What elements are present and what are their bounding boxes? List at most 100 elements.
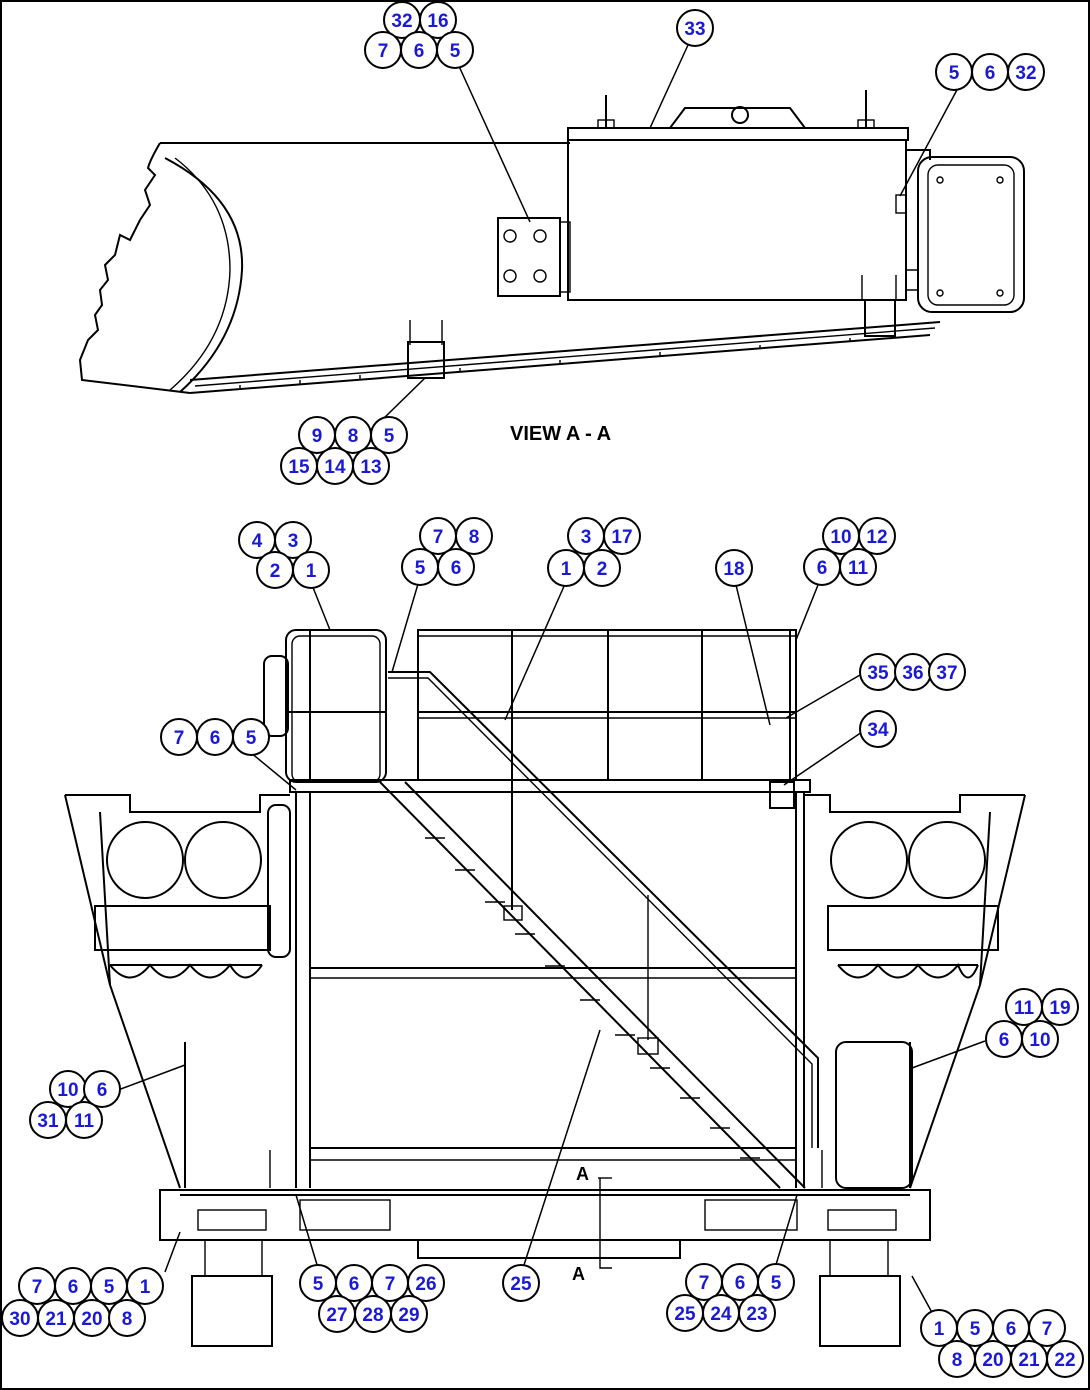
svg-text:20: 20: [81, 1309, 102, 1330]
callout-bubble: 3: [274, 521, 312, 559]
svg-text:8: 8: [348, 426, 359, 447]
svg-text:22: 22: [1054, 1350, 1075, 1371]
callout-top-left: 32 16 7 6 5: [364, 1, 474, 69]
svg-text:11: 11: [848, 558, 869, 579]
callout-bubble: 32: [1007, 53, 1045, 91]
callout-bubble: 1: [292, 551, 330, 589]
callout-bubble: 25: [666, 1294, 704, 1332]
callout-rail-right: 10 12 6 11: [803, 517, 896, 586]
callout-18: 18: [715, 549, 753, 587]
svg-text:8: 8: [469, 527, 480, 548]
front-view-drawing: [64, 629, 1026, 1347]
svg-text:5: 5: [313, 1274, 324, 1295]
callout-bubble: 6: [721, 1263, 759, 1301]
callout-bottom-right-mid: 7 6 5 25 24 23: [666, 1263, 795, 1332]
callout-bubble: 7: [1028, 1309, 1066, 1347]
svg-text:5: 5: [384, 426, 395, 447]
callout-bubble: 5: [370, 416, 408, 454]
callout-bubble: 35: [859, 653, 897, 691]
svg-text:5: 5: [450, 41, 461, 62]
svg-text:3: 3: [581, 527, 592, 548]
callout-bubble: 5: [299, 1264, 337, 1302]
callout-33: 33: [676, 9, 714, 47]
svg-text:8: 8: [122, 1309, 133, 1330]
callout-bubble: 5: [90, 1267, 128, 1305]
svg-text:7: 7: [378, 41, 389, 62]
svg-text:10: 10: [1029, 1030, 1050, 1051]
svg-text:5: 5: [970, 1319, 981, 1340]
svg-text:6: 6: [68, 1277, 79, 1298]
callout-bubble: 8: [334, 416, 372, 454]
svg-text:2: 2: [270, 561, 281, 582]
callout-bubble: 11: [65, 1101, 103, 1139]
svg-text:4: 4: [252, 531, 263, 552]
svg-text:28: 28: [362, 1305, 383, 1326]
svg-text:17: 17: [611, 527, 632, 548]
callout-bubble: 6: [83, 1070, 121, 1108]
section-marker-bottom: A: [572, 1264, 585, 1284]
callout-bubble: 19: [1041, 988, 1079, 1026]
svg-text:8: 8: [952, 1350, 963, 1371]
callout-bubble: 5: [757, 1263, 795, 1301]
callout-bubble: 11: [1005, 988, 1043, 1026]
callout-bubble: 10: [1021, 1020, 1059, 1058]
callout-bubble: 1: [126, 1267, 164, 1305]
callout-bubble: 30: [1, 1299, 39, 1337]
callout-bubble: 6: [196, 718, 234, 756]
svg-text:6: 6: [735, 1273, 746, 1294]
callout-bubble: 8: [938, 1340, 976, 1378]
callout-bottom-far-left: 7 6 5 1 30 21 20 8: [1, 1267, 164, 1337]
svg-text:7: 7: [385, 1274, 396, 1295]
callout-bubble: 7: [419, 517, 457, 555]
svg-text:5: 5: [415, 558, 426, 579]
svg-text:6: 6: [97, 1080, 108, 1101]
callout-bubble: 6: [437, 548, 475, 586]
svg-text:1: 1: [934, 1319, 945, 1340]
callout-bubble: 1: [547, 549, 585, 587]
svg-text:25: 25: [674, 1304, 696, 1325]
leader-lines: [117, 44, 986, 1319]
callout-bubble: 6: [400, 31, 438, 69]
callout-top-right: 5 6 32: [935, 53, 1045, 91]
callout-bubble: 23: [738, 1294, 776, 1332]
callout-bubble: 7: [364, 31, 402, 69]
svg-text:13: 13: [360, 457, 381, 478]
callout-bubble: 7: [160, 718, 198, 756]
callout-rail-left: 4 3 2 1: [238, 521, 330, 589]
callout-bubble: 21: [1010, 1340, 1048, 1378]
callout-bubble: 12: [858, 517, 896, 555]
svg-text:31: 31: [37, 1111, 59, 1132]
callout-rail-mid: 3 17 1 2: [547, 517, 641, 587]
svg-text:29: 29: [398, 1305, 419, 1326]
svg-text:33: 33: [684, 19, 705, 40]
callout-35-37: 35 36 37: [859, 653, 966, 691]
callout-bubble: 20: [974, 1340, 1012, 1378]
callout-bubble: 37: [928, 653, 966, 691]
svg-text:34: 34: [867, 720, 889, 741]
callout-34: 34: [859, 710, 897, 748]
svg-text:18: 18: [723, 559, 744, 580]
svg-text:6: 6: [451, 558, 462, 579]
callout-bubble: 34: [859, 710, 897, 748]
callout-left-side: 10 6 31 11: [29, 1070, 121, 1139]
svg-text:6: 6: [414, 41, 425, 62]
svg-text:27: 27: [326, 1305, 347, 1326]
callout-bubble: 18: [715, 549, 753, 587]
svg-text:7: 7: [1042, 1319, 1053, 1340]
svg-text:32: 32: [391, 11, 412, 32]
svg-text:6: 6: [210, 728, 221, 749]
svg-text:7: 7: [174, 728, 185, 749]
callout-bubble: 28: [354, 1295, 392, 1333]
callout-bottom-left-mid: 5 6 7 26 27 28 29: [299, 1264, 445, 1333]
callout-bottom-far-right: 1 5 6 7 8 20 21 22: [920, 1309, 1084, 1378]
callout-bubble: 20: [73, 1299, 111, 1337]
svg-text:15: 15: [288, 457, 310, 478]
callout-bubble: 3: [567, 517, 605, 555]
callout-bubble: 2: [583, 549, 621, 587]
svg-text:5: 5: [771, 1273, 782, 1294]
callout-bubble: 9: [298, 416, 336, 454]
svg-text:10: 10: [830, 527, 851, 548]
callout-bubble: 6: [803, 548, 841, 586]
svg-text:9: 9: [312, 426, 323, 447]
